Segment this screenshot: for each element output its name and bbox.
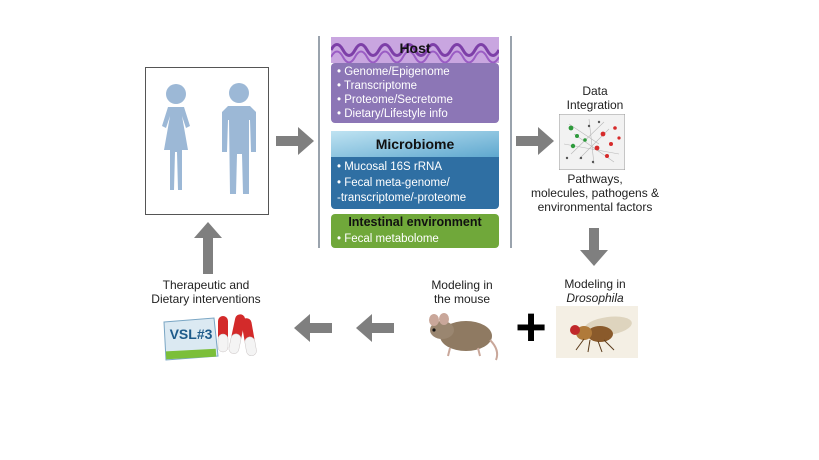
microbiome-image-strip bbox=[331, 131, 499, 157]
capsules-icon bbox=[162, 312, 258, 362]
host-item: • Proteome/Secretome bbox=[337, 94, 453, 106]
host-tissue-strip bbox=[331, 37, 499, 63]
arrow-left-icon bbox=[356, 314, 394, 342]
microbiome-panel: • Mucosal 16S rRNA • Fecal meta-genome/ … bbox=[331, 157, 499, 209]
mouse-label-line2: the mouse bbox=[433, 292, 491, 306]
arrow-up-icon bbox=[194, 222, 222, 274]
people-icon bbox=[162, 83, 256, 194]
left-divider bbox=[318, 36, 320, 248]
integration-desc-line3: environmental factors bbox=[537, 200, 653, 214]
host-item: • Genome/Epigenome bbox=[337, 66, 450, 78]
right-divider bbox=[510, 36, 512, 248]
therapy-label-line2: Dietary interventions bbox=[151, 292, 261, 306]
fruit-fly-icon bbox=[556, 306, 638, 358]
environment-panel: Intestinal environment • Fecal metabolom… bbox=[331, 214, 499, 248]
therapy-label-line1: Therapeutic and bbox=[162, 278, 250, 292]
integration-desc-line1: Pathways, bbox=[567, 172, 623, 186]
microbiome-item: • Fecal meta-genome/ bbox=[337, 177, 450, 189]
population-box bbox=[145, 67, 269, 215]
network-graph-icon bbox=[559, 114, 625, 170]
host-item: • Transcriptome bbox=[337, 80, 418, 92]
integration-desc-line2: molecules, pathogens & bbox=[530, 186, 660, 200]
host-panel: • Genome/Epigenome • Transcriptome • Pro… bbox=[331, 63, 499, 123]
mouse-label-line1: Modeling in bbox=[431, 278, 493, 292]
arrow-down-icon bbox=[580, 228, 608, 266]
arrow-right-icon bbox=[516, 127, 554, 155]
integration-title-line2: Integration bbox=[566, 98, 624, 112]
environment-item: • Fecal metabolome bbox=[337, 233, 439, 245]
arrow-right-icon bbox=[276, 127, 314, 155]
host-item: • Dietary/Lifestyle info bbox=[337, 108, 448, 120]
drosophila-label-line2: Drosophila bbox=[566, 291, 624, 305]
mouse-icon bbox=[429, 313, 499, 361]
arrow-left-icon bbox=[294, 314, 332, 342]
microbiome-title: Microbiome bbox=[375, 136, 455, 152]
drosophila-label-line1: Modeling in bbox=[564, 277, 626, 291]
woman-icon bbox=[162, 84, 190, 190]
host-title: Host bbox=[399, 40, 431, 56]
microbiome-item: • Mucosal 16S rRNA bbox=[337, 161, 443, 173]
microbiome-item: -transcriptome/-proteome bbox=[337, 192, 467, 204]
environment-title: Intestinal environment bbox=[348, 215, 482, 229]
therapy-image: VSL#3 bbox=[162, 312, 258, 362]
integration-title-line1: Data bbox=[582, 84, 608, 98]
plus-icon: + bbox=[515, 297, 547, 357]
man-icon bbox=[222, 83, 256, 194]
product-label: VSL#3 bbox=[169, 326, 213, 342]
